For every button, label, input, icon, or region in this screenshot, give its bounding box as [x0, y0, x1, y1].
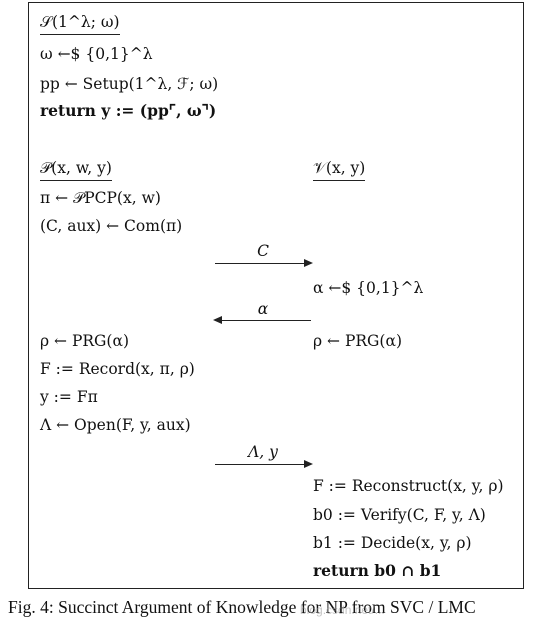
- message-label-lambda-y: Λ, y: [248, 443, 278, 461]
- setup-line-2: pp ← Setup(1^λ, ℱ; ω): [40, 75, 219, 93]
- figure-caption: Fig. 4: Succinct Argument of Knowledge f…: [8, 597, 476, 617]
- prover-line-5: y := Fπ: [40, 388, 98, 406]
- prover-line-6: Λ ← Open(F, y, aux): [40, 416, 191, 434]
- arrow-left-alpha: [213, 316, 311, 324]
- verifier-header: 𝒱(x, y): [313, 158, 366, 181]
- prover-line-2: (C, aux) ← Com(π): [40, 217, 183, 235]
- verifier-line-2: ρ ← PRG(α): [313, 332, 402, 350]
- verifier-line-3: F := Reconstruct(x, y, ρ): [313, 477, 504, 495]
- prover-line-4: F := Record(x, π, ρ): [40, 360, 195, 378]
- verifier-line-4: b0 := Verify(C, F, y, Λ): [313, 506, 486, 524]
- arrow-right-lambda-y: [215, 460, 313, 468]
- message-label-c: C: [257, 242, 269, 260]
- setup-header: 𝒮(1^λ; ω): [40, 12, 120, 35]
- prover-header: 𝒫(x, w, y): [40, 158, 112, 181]
- verifier-line-5: b1 := Decide(x, y, ρ): [313, 534, 472, 552]
- setup-line-3: return y := (pp⌜, ω⌝): [40, 101, 217, 120]
- protocol-box: [28, 2, 524, 589]
- prover-line-1: π ← 𝒫PCP(x, w): [40, 189, 161, 207]
- prover-line-3: ρ ← PRG(α): [40, 332, 129, 350]
- watermark: blog.csdn.net/...: [300, 603, 385, 617]
- message-label-alpha: α: [257, 300, 269, 318]
- setup-line-1: ω ←$ {0,1}^λ: [40, 45, 153, 63]
- verifier-line-6: return b0 ∩ b1: [313, 561, 442, 580]
- arrow-right-c: [215, 259, 313, 267]
- verifier-line-1: α ←$ {0,1}^λ: [313, 279, 424, 297]
